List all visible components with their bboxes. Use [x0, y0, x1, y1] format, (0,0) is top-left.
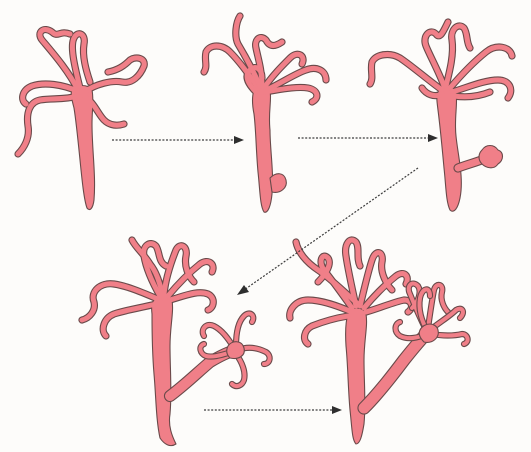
hydra-body	[346, 308, 367, 444]
arrow-2-to-3	[298, 134, 438, 142]
hydra-stage-1	[18, 30, 144, 210]
hydra-stage-2	[204, 16, 326, 212]
arrow-1-to-2	[112, 136, 244, 144]
bud-growing	[479, 146, 503, 168]
bud-head	[419, 324, 438, 342]
hydra-stage-5	[290, 240, 468, 444]
tentacle	[264, 87, 317, 102]
bud-small	[270, 174, 286, 193]
arrowhead-icon	[332, 406, 342, 414]
hydra-body	[152, 294, 176, 446]
hydra-body	[253, 86, 273, 213]
arrow-4-to-5	[204, 406, 342, 414]
hydra-body	[437, 86, 462, 211]
hydra-stage-3	[370, 22, 512, 211]
bud-tentacle	[236, 314, 253, 346]
bud-head	[227, 342, 245, 359]
arrowhead-icon	[237, 285, 249, 295]
hydra-stage-4	[82, 240, 270, 446]
arrowhead-icon	[234, 136, 244, 144]
arrowhead-icon	[428, 134, 438, 142]
bud-body	[364, 332, 428, 408]
